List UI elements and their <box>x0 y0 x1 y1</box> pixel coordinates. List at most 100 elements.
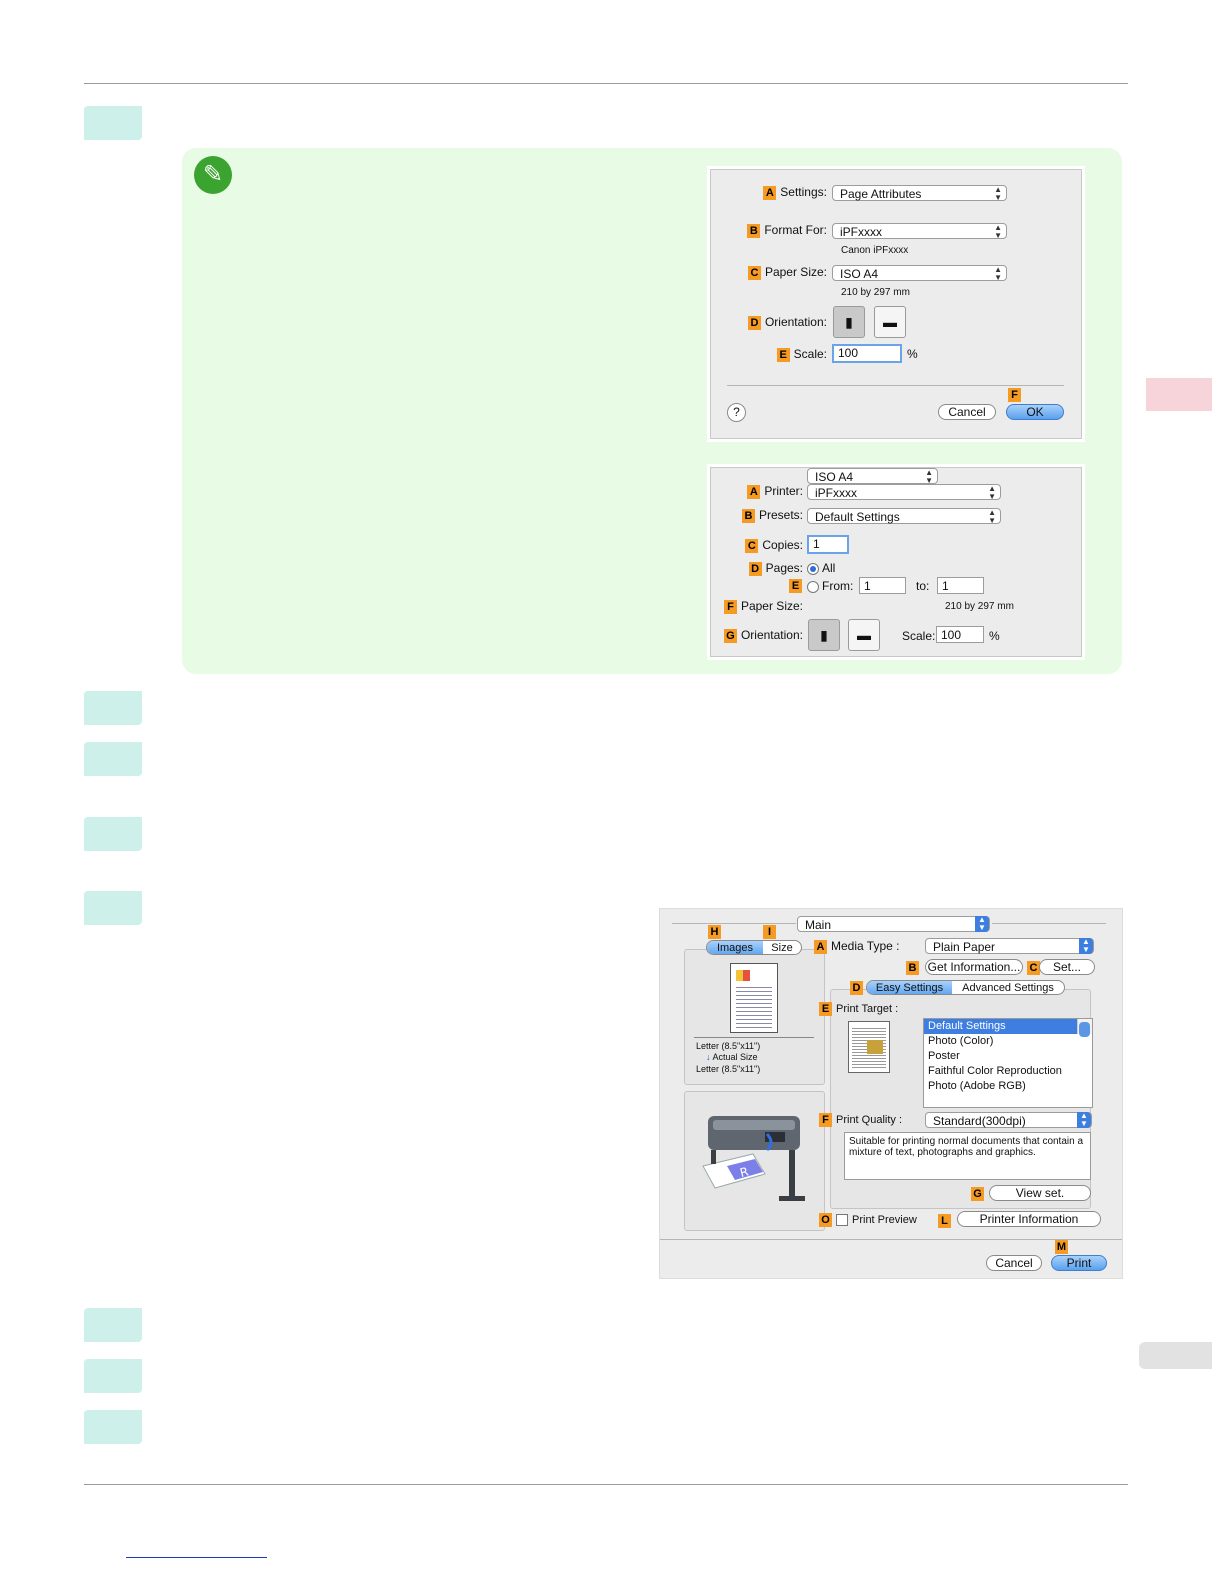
updown-arrows-icon: ▲▼ <box>988 508 996 525</box>
get-information-button[interactable]: Get Information... <box>925 959 1023 975</box>
print-quality-description: Suitable for printing normal documents t… <box>844 1132 1091 1180</box>
radio-icon <box>807 580 819 593</box>
callout-badge: B <box>747 223 761 238</box>
down-arrow-icon: ↓ <box>706 1052 711 1062</box>
callout-badge: A <box>763 185 777 200</box>
portrait-orientation-icon[interactable]: ▮ <box>808 619 840 651</box>
print-target-item[interactable]: Photo (Color) <box>928 1035 994 1047</box>
step-marker <box>84 742 142 776</box>
top-separator-right <box>992 923 1106 924</box>
footer-rule <box>84 1484 1128 1485</box>
scale-unit: % <box>907 347 918 361</box>
paper-size-popup[interactable]: ISO A4▲▼ <box>807 468 938 485</box>
callout-badge: F <box>1008 388 1021 402</box>
photo-thumbnail-icon <box>736 970 750 981</box>
updown-arrows-icon: ▲▼ <box>988 484 996 501</box>
text-lines-icon <box>736 984 772 1028</box>
pages-from-radio[interactable]: From: <box>807 579 853 593</box>
copies-input[interactable]: 1 <box>807 535 849 554</box>
set-button[interactable]: Set... <box>1039 959 1095 975</box>
callout-badge: F <box>819 1113 832 1127</box>
print-quality-popup[interactable]: Standard(300dpi)▲▼ <box>925 1112 1092 1128</box>
format-for-popup[interactable]: iPFxxxx▲▼ <box>832 223 1007 240</box>
print-target-item[interactable]: Default Settings <box>924 1019 1092 1034</box>
updown-arrows-icon: ▲▼ <box>1077 1112 1091 1128</box>
print-target-item[interactable]: Poster <box>928 1050 960 1062</box>
media-type-popup[interactable]: Plain Paper▲▼ <box>925 938 1094 954</box>
to-page-input[interactable]: 1 <box>937 577 984 594</box>
photo-thumbnail-icon <box>867 1040 883 1054</box>
panel-popup[interactable]: Main▲▼ <box>797 916 990 932</box>
callout-badge: D <box>850 981 863 995</box>
scale-input[interactable]: 100 <box>936 626 984 643</box>
footer-link-underline[interactable] <box>126 1557 267 1558</box>
print-target-list[interactable]: Default Settings Photo (Color) Poster Fa… <box>923 1018 1093 1108</box>
step-marker <box>84 106 142 140</box>
print-button[interactable]: Print <box>1051 1255 1107 1271</box>
tab-images[interactable]: Images <box>707 941 763 954</box>
footer-separator <box>660 1239 1122 1240</box>
callout-badge: E <box>776 347 790 362</box>
preview-paper-size: Letter (8.5"x11") <box>696 1041 761 1051</box>
view-set-button[interactable]: View set. <box>989 1185 1091 1201</box>
updown-arrows-icon: ▲▼ <box>1079 938 1093 954</box>
printer-popup[interactable]: iPFxxxx▲▼ <box>807 484 1001 501</box>
callout-badge: B <box>906 961 919 975</box>
from-page-input[interactable]: 1 <box>859 577 906 594</box>
tab-size[interactable]: Size <box>771 942 793 954</box>
checkbox-icon <box>836 1214 848 1226</box>
settings-mode-tabs: Easy Settings Advanced Settings <box>866 980 1065 995</box>
landscape-orientation-icon[interactable]: ▬ <box>874 306 906 338</box>
svg-text:R: R <box>738 1164 749 1180</box>
landscape-orientation-icon[interactable]: ▬ <box>848 619 880 651</box>
paper-size-popup[interactable]: ISO A4▲▼ <box>832 265 1007 282</box>
pencil-note-icon: ✎ <box>194 156 232 194</box>
ok-button[interactable]: OK <box>1006 404 1064 420</box>
callout-badge: H <box>708 925 721 939</box>
updown-arrows-icon: ▲▼ <box>925 468 933 485</box>
step-marker <box>84 817 142 851</box>
callout-badge: M <box>1055 1240 1068 1254</box>
callout-badge: A <box>747 484 761 499</box>
to-label: to: <box>916 579 930 593</box>
callout-badge: G <box>971 1187 984 1201</box>
header-rule <box>84 83 1128 84</box>
callout-badge: O <box>819 1213 832 1227</box>
page-preview-thumbnail <box>730 963 778 1033</box>
portrait-orientation-icon[interactable]: ▮ <box>833 306 865 338</box>
updown-arrows-icon: ▲▼ <box>994 265 1002 282</box>
pages-all-radio[interactable]: All <box>807 561 835 575</box>
callout-badge: B <box>741 508 755 523</box>
cancel-button[interactable]: Cancel <box>986 1255 1042 1271</box>
print-target-thumbnail <box>848 1021 890 1073</box>
scroll-thumb[interactable] <box>1079 1022 1090 1037</box>
step-marker <box>84 1359 142 1393</box>
printer-information-button[interactable]: Printer Information <box>957 1211 1101 1227</box>
preview-tabs: Images Size <box>706 940 802 955</box>
print-target-item[interactable]: Faithful Color Reproduction <box>928 1065 1062 1077</box>
settings-popup[interactable]: Page Attributes▲▼ <box>832 185 1007 202</box>
preview-separator <box>694 1037 814 1038</box>
cancel-button[interactable]: Cancel <box>938 404 996 420</box>
help-icon[interactable]: ? <box>727 403 746 422</box>
callout-badge: C <box>747 265 761 280</box>
print-target-item[interactable]: Photo (Adobe RGB) <box>928 1080 1026 1092</box>
presets-popup[interactable]: Default Settings▲▼ <box>807 508 1001 525</box>
step-marker <box>84 1308 142 1342</box>
updown-arrows-icon: ▲▼ <box>994 185 1002 202</box>
list-scrollbar[interactable] <box>1077 1019 1092 1037</box>
tab-easy-settings[interactable]: Easy Settings <box>867 981 952 994</box>
preview-actual-size: ↓ Actual Size <box>706 1052 758 1062</box>
tab-advanced-settings[interactable]: Advanced Settings <box>962 982 1054 994</box>
scale-input[interactable]: 100 <box>832 344 902 363</box>
